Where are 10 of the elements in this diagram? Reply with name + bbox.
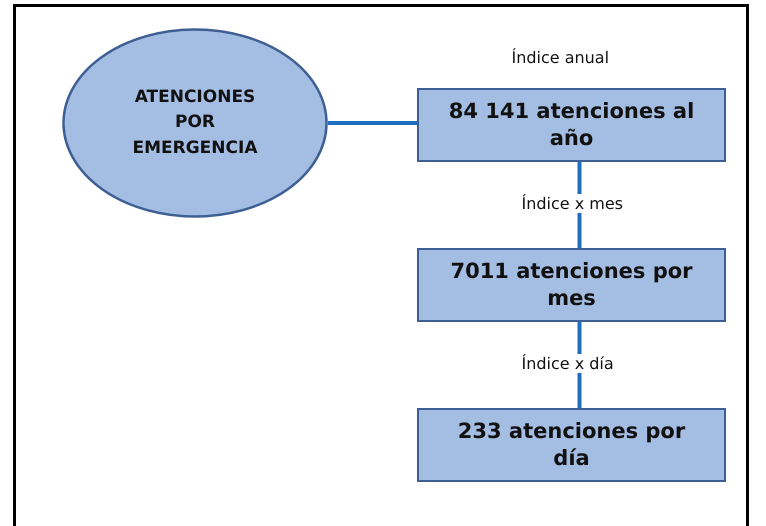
process-box [417, 248, 726, 322]
node-text: ATENCIONES POR EMERGENCIA [132, 86, 258, 160]
ellipse-node [62, 28, 328, 218]
process-box [417, 408, 726, 482]
node-text: 7011 atenciones por mes [449, 258, 694, 312]
node-text: 84 141 atenciones al año [448, 98, 696, 152]
connector-line [328, 121, 417, 125]
edge-label: Índice x mes [520, 194, 626, 213]
process-box [417, 88, 726, 162]
node-text: 233 atenciones por día [456, 418, 686, 472]
